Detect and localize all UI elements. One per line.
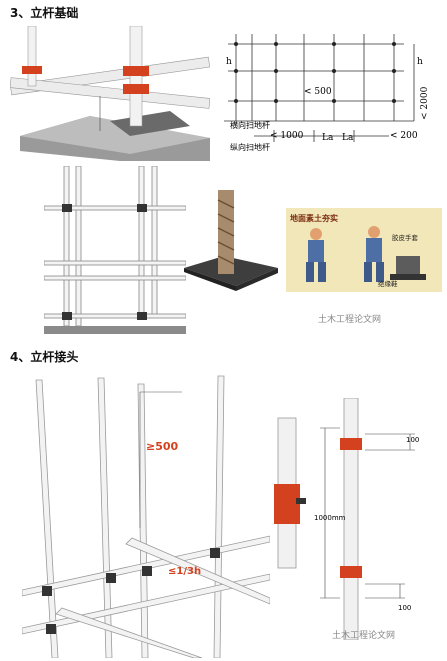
drawing-label-la-2: La — [342, 133, 354, 143]
coupler-label-1000mm: 1000mm — [314, 514, 346, 522]
drawing-label-500: < 500 — [304, 87, 332, 97]
drawing-label-200: < 200 — [390, 131, 418, 141]
section-3-heading: 3、立杆基础 — [10, 6, 79, 20]
scaffold-frame-3d-figure — [44, 166, 186, 334]
pole-base-3d-figure — [10, 26, 210, 161]
drawing-label-h-right: h — [417, 57, 423, 67]
joint-label-500: ≥500 — [146, 440, 179, 453]
drawing-label-2000: < 2000 — [420, 86, 430, 120]
drawing-label-transverse-sweep-bar: 横向扫地杆 — [230, 120, 270, 130]
poster-title: 地面素土夯实 — [290, 213, 338, 223]
scaffold-elevation-drawing: h h < 500 < 2000 横向扫地杆 < 1000 纵向扫地杆 La L… — [214, 26, 442, 161]
pole-coupler-detail-figure: 100 1000mm 100 — [270, 398, 442, 640]
poster-label-rubber-gloves: 胶皮手套 — [392, 233, 419, 242]
coupler-label-100-bottom: 100 — [398, 604, 411, 612]
joint-label-one-third-h: ≤1/3h — [168, 566, 201, 577]
ground-compaction-poster: 地面素土夯实 胶皮手套 绝缘鞋 — [286, 208, 442, 292]
coupler-label-100-top: 100 — [406, 436, 419, 444]
pole-on-base-plate-figure — [184, 190, 278, 294]
drawing-label-h-left: h — [226, 57, 232, 67]
drawing-label-la-1: La — [322, 133, 334, 143]
watermark-section-3: 土木工程论文网 — [318, 315, 382, 325]
drawing-label-1000: < 1000 — [270, 131, 304, 141]
poster-label-insulated-boots: 绝缘鞋 — [378, 279, 398, 288]
watermark-section-4: 土木工程论文网 — [332, 631, 396, 641]
drawing-label-longitudinal-sweep-bar: 纵向扫地杆 — [230, 142, 270, 152]
section-4-heading: 4、立杆接头 — [10, 350, 79, 364]
pole-joint-3d-figure: ≥500 ≤1/3h — [22, 368, 270, 658]
